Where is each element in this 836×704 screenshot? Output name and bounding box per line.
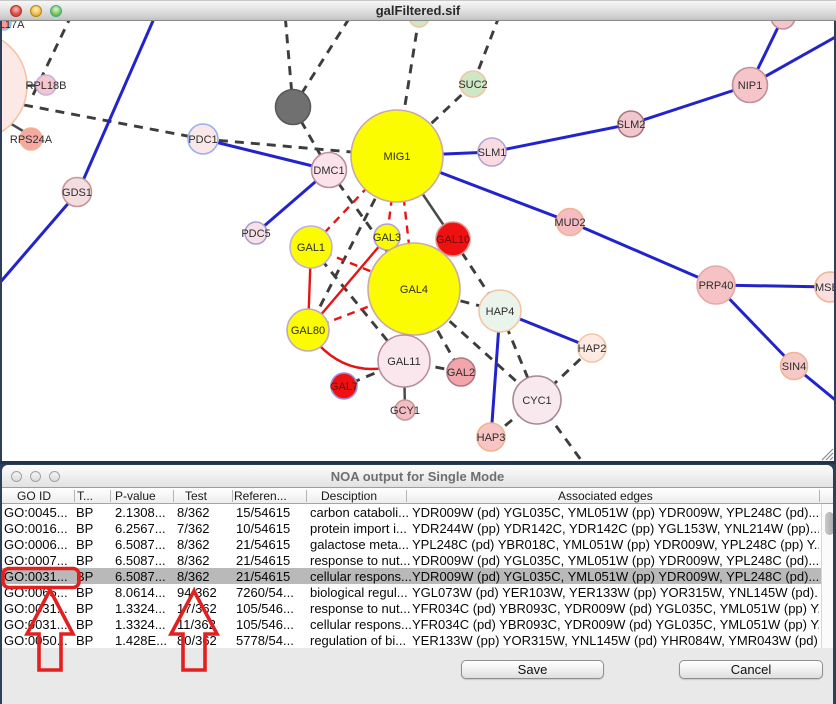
svg-text:CYC1: CYC1	[522, 395, 551, 407]
svg-text:PDC5: PDC5	[241, 228, 270, 240]
svg-text:RPS24A: RPS24A	[10, 134, 53, 146]
svg-text:GAL2: GAL2	[447, 367, 475, 379]
svg-text:PRP40: PRP40	[699, 280, 734, 292]
svg-text:HAP4: HAP4	[486, 306, 515, 318]
svg-text:MSB2: MSB2	[815, 282, 836, 294]
svg-text:DMC1: DMC1	[313, 165, 344, 177]
svg-text:RPL17A: RPL17A	[0, 19, 25, 31]
svg-text:GAL3: GAL3	[373, 232, 401, 244]
svg-text:GAL4: GAL4	[400, 284, 428, 296]
svg-text:NIP1: NIP1	[738, 80, 762, 92]
svg-text:SLM2: SLM2	[617, 119, 646, 131]
svg-text:GAL1: GAL1	[297, 242, 325, 254]
svg-text:GDS1: GDS1	[62, 187, 92, 199]
svg-text:GAL10: GAL10	[436, 234, 470, 246]
svg-text:PDC1: PDC1	[188, 134, 217, 146]
svg-text:HAP2: HAP2	[578, 343, 607, 355]
svg-text:HAP3: HAP3	[477, 432, 506, 444]
svg-text:MIG1: MIG1	[384, 151, 411, 163]
svg-text:MUD2: MUD2	[554, 217, 585, 229]
svg-text:RPL18B: RPL18B	[26, 80, 67, 92]
svg-text:GAL7: GAL7	[330, 381, 358, 393]
svg-text:GAL11: GAL11	[387, 356, 420, 368]
svg-text:SUC2: SUC2	[458, 79, 487, 91]
svg-text:GAL80: GAL80	[291, 325, 325, 337]
svg-text:GCY1: GCY1	[390, 405, 420, 417]
svg-text:SIN4: SIN4	[782, 361, 806, 373]
svg-text:SLM1: SLM1	[478, 147, 507, 159]
